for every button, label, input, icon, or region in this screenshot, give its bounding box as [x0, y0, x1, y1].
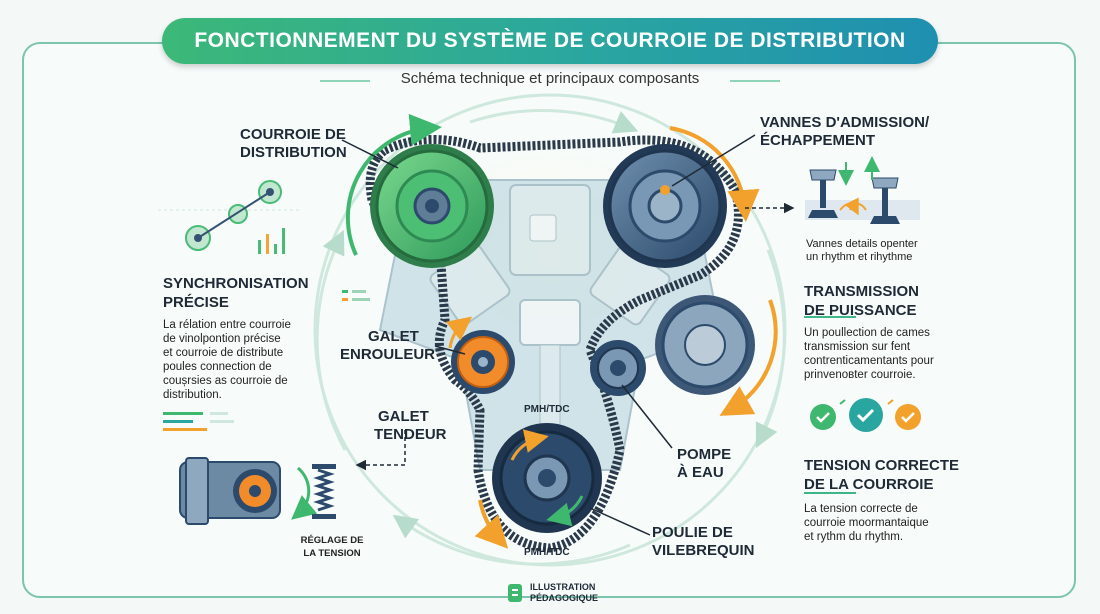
label-vannes: VANNES D'ADMISSION/ÉCHAPPEMENT: [760, 114, 930, 149]
subtitle-divider-right: [730, 80, 780, 82]
subtitle-divider-left: [320, 80, 370, 82]
page-subtitle: Schéma technique et principaux composant…: [400, 70, 700, 87]
valves-illustration: [805, 156, 920, 224]
timing-belt: [365, 135, 743, 553]
title-banner: FONCTIONNEMENT DU SYSTÈME DE COURROIE DE…: [162, 18, 938, 64]
orbit-arrow-left: [315, 229, 347, 451]
intake-cam-gear: [370, 144, 494, 268]
orange-rotation-arrow-right: [719, 299, 778, 416]
idler-pulley: [451, 330, 515, 394]
page-title: FONCTIONNEMENT DU SYSTÈME DE COURROIE DE…: [194, 29, 906, 52]
label-pmh-bottom: PMH/TDC: [524, 547, 570, 558]
label-pmh-top: PMH/TDC: [524, 404, 570, 415]
orbit-arrow-top: [469, 108, 639, 134]
idler-rotation-arrow: [445, 316, 473, 349]
exhaust-cam-gear: [603, 144, 727, 268]
right-mini-bars: [804, 316, 856, 494]
mini-gears-illustration: [158, 180, 300, 254]
left-mini-bars: [163, 290, 370, 431]
accessory-pulley: [655, 295, 755, 395]
orbit-arrow-bottom: [392, 514, 631, 566]
crankshaft-pulley: [492, 423, 602, 533]
tension-status-icons: [810, 398, 921, 432]
orange-rotation-arrow-bottom: [474, 499, 509, 549]
orbit-arrow-right: [755, 249, 786, 449]
water-pump-pulley: [590, 340, 646, 396]
footer-badge-icon: [508, 584, 522, 602]
green-rotation-arrow: [345, 113, 442, 256]
tensioner-illustration: [179, 457, 336, 525]
